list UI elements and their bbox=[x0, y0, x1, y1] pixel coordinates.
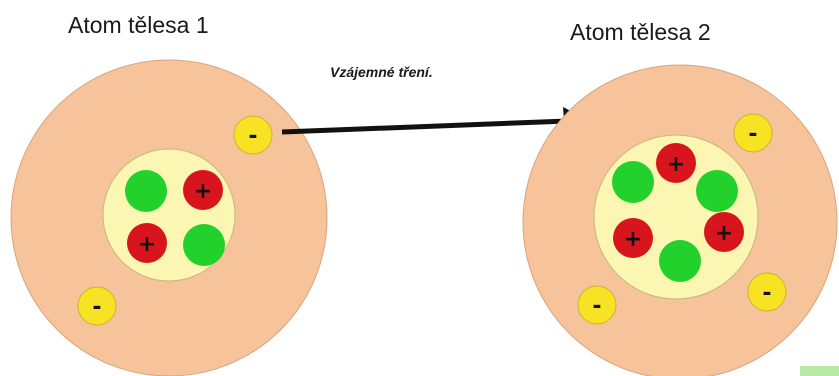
arrow-label: Vzájemné tření. bbox=[330, 64, 433, 80]
atom1-title: Atom tělesa 1 bbox=[68, 12, 209, 38]
atom2-neutron bbox=[612, 161, 654, 203]
atom2-proton: + bbox=[704, 212, 744, 252]
atom1-electron: - bbox=[77, 286, 117, 326]
atom1-electron: - bbox=[233, 115, 273, 155]
atom2-electron: - bbox=[747, 272, 787, 312]
electron-sign: - bbox=[762, 281, 771, 306]
proton-sign: + bbox=[624, 227, 642, 252]
electron-sign: - bbox=[748, 122, 757, 147]
electron-sign: - bbox=[92, 295, 101, 320]
proton-sign: + bbox=[715, 221, 733, 246]
atom1-neutron bbox=[125, 170, 167, 212]
atom2-title: Atom tělesa 2 bbox=[570, 19, 711, 45]
atom2: + + + - - - bbox=[522, 64, 838, 376]
atom1: + + - - bbox=[10, 59, 328, 376]
proton-sign: + bbox=[194, 179, 212, 204]
transfer-arrow bbox=[281, 107, 588, 135]
atom1-proton: + bbox=[127, 223, 167, 263]
atom2-neutron bbox=[696, 170, 738, 212]
atom2-electron: - bbox=[733, 113, 773, 153]
atom1-proton: + bbox=[183, 170, 223, 210]
atom1-neutron bbox=[183, 224, 225, 266]
atom2-electron: - bbox=[577, 285, 617, 325]
electron-sign: - bbox=[592, 294, 601, 319]
proton-sign: + bbox=[138, 232, 156, 257]
proton-sign: + bbox=[667, 152, 685, 177]
electron-sign: - bbox=[248, 124, 257, 149]
atom2-proton: + bbox=[656, 143, 696, 183]
corner-accent bbox=[800, 366, 839, 376]
atom2-proton: + bbox=[613, 218, 653, 258]
atom2-neutron bbox=[659, 240, 701, 282]
